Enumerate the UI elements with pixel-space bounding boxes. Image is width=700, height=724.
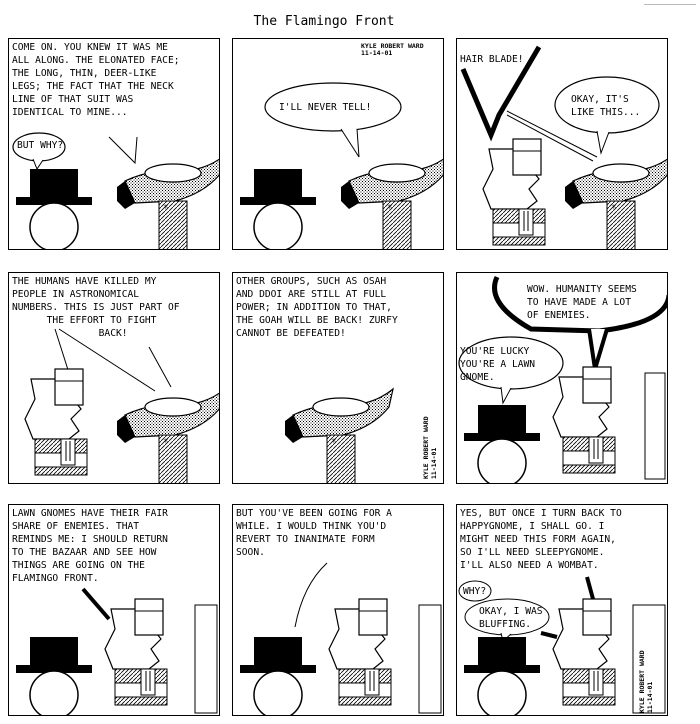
panel-5-date: 11-14-01	[430, 447, 438, 479]
panel-2-bubble: I'LL NEVER TELL!	[279, 102, 372, 113]
panel-9-signature: KYLE ROBERT WARD	[638, 650, 646, 713]
panel-4-art	[24, 328, 219, 483]
corner-mark	[644, 0, 696, 5]
panel-2-signature: KYLE ROBERT WARD	[361, 42, 424, 50]
panel-9-art	[458, 576, 666, 715]
panel-9-bubble-bluff: OKAY, I WAS BLUFFING.	[479, 606, 543, 630]
panel-8-caption: BUT YOU'VE BEEN GOING FOR A WHILE. I WOU…	[236, 508, 392, 558]
panel-5-caption: OTHER GROUPS, SUCH AS OSAH AND DDOI ARE …	[236, 276, 398, 339]
panel-9: YES, BUT ONCE I TURN BACK TO HAPPYGNOME,…	[456, 504, 668, 716]
panel-1-bubble: BUT WHY?	[17, 140, 64, 151]
panel-9-date: 11-14-01	[646, 681, 654, 713]
panel-2: KYLE ROBERT WARD 11-14-01 I'LL NEVER TEL…	[232, 38, 444, 250]
panel-1-art	[12, 132, 219, 249]
panel-6: WOW. HUMANITY SEEMS TO HAVE MADE A LOT O…	[456, 272, 668, 484]
panel-2-date: 11-14-01	[361, 49, 393, 57]
panel-7-caption: LAWN GNOMES HAVE THEIR FAIR SHARE OF ENE…	[12, 508, 168, 584]
panel-7-art	[15, 587, 218, 715]
panel-3-art	[460, 45, 667, 249]
panel-2-art	[239, 82, 443, 249]
panel-5-signature: KYLE ROBERT WARD	[422, 416, 430, 479]
panel-1: COME ON. YOU KNEW IT WAS ME ALL ALONG. T…	[8, 38, 220, 250]
panel-6-bubble: YOU'RE LUCKY YOU'RE A LAWN GNOME.	[460, 346, 536, 383]
panel-3-shout: HAIR BLADE!	[460, 54, 524, 65]
panel-3: HAIR BLADE! OKAY, IT'S LIKE THIS...	[456, 38, 668, 250]
panel-1-caption: COME ON. YOU KNEW IT WAS ME ALL ALONG. T…	[12, 42, 180, 118]
panel-8: BUT YOU'VE BEEN GOING FOR A WHILE. I WOU…	[232, 504, 444, 716]
comic-title: The Flamingo Front	[253, 14, 395, 29]
panel-6-bubble-top: WOW. HUMANITY SEEMS TO HAVE MADE A LOT O…	[527, 284, 637, 321]
panel-9-bubble-why: WHY?	[463, 586, 487, 597]
panel-9-caption: YES, BUT ONCE I TURN BACK TO HAPPYGNOME,…	[460, 508, 622, 571]
panel-6-art	[458, 275, 667, 483]
panel-5: OTHER GROUPS, SUCH AS OSAH AND DDOI ARE …	[232, 272, 444, 484]
panel-3-bubble: OKAY, IT'S LIKE THIS...	[571, 94, 641, 118]
panel-4-caption: THE HUMANS HAVE KILLED MY PEOPLE IN ASTR…	[12, 276, 180, 339]
panel-8-art	[239, 562, 442, 715]
panel-7: LAWN GNOMES HAVE THEIR FAIR SHARE OF ENE…	[8, 504, 220, 716]
panel-4: THE HUMANS HAVE KILLED MY PEOPLE IN ASTR…	[8, 272, 220, 484]
